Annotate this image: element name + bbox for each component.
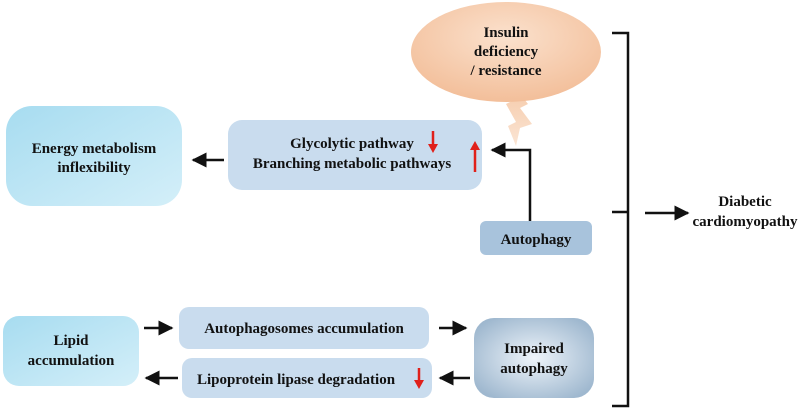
branching-increase-arrow-icon bbox=[470, 141, 480, 172]
energy-node: Energy metabolism inflexibility bbox=[6, 106, 182, 206]
lipoprotein-decrease-arrow-icon bbox=[414, 368, 424, 389]
insulin-line1: Insulin bbox=[483, 25, 529, 41]
impaired-line1: Impaired bbox=[504, 341, 564, 357]
glycolytic-node: Glycolytic pathway Branching metabolic p… bbox=[228, 120, 482, 190]
insulin-node: Insulin deficiency / resistance bbox=[411, 2, 601, 146]
outcome-line2: cardiomyopathy bbox=[693, 214, 799, 230]
impaired-box bbox=[474, 318, 594, 398]
glycolytic-box bbox=[228, 120, 482, 190]
lipid-line2: accumulation bbox=[28, 353, 115, 369]
autophagy-label: Autophagy bbox=[501, 232, 572, 248]
energy-box bbox=[6, 106, 182, 206]
impaired-line2: autophagy bbox=[500, 361, 568, 377]
lipid-node: Lipid accumulation bbox=[3, 316, 139, 386]
arrow-autophagy-to-glycolytic bbox=[490, 142, 532, 221]
autophagosomes-box bbox=[179, 307, 429, 349]
insulin-line3: / resistance bbox=[470, 63, 542, 79]
bracket bbox=[612, 31, 630, 408]
glycolytic-decrease-arrow-icon bbox=[428, 131, 438, 153]
lipid-line1: Lipid bbox=[53, 333, 89, 349]
lipid-box bbox=[3, 316, 139, 386]
lipoprotein-label: Lipoprotein lipase degradation bbox=[197, 372, 396, 388]
autophagosomes-node: Autophagosomes accumulation bbox=[179, 307, 429, 349]
autophagosomes-label: Autophagosomes accumulation bbox=[204, 321, 404, 337]
glycolytic-line1: Glycolytic pathway bbox=[290, 136, 414, 152]
lipoprotein-box bbox=[182, 358, 432, 398]
lipoprotein-node: Lipoprotein lipase degradation bbox=[182, 358, 432, 398]
outcome-node: Diabetic cardiomyopathy bbox=[693, 194, 799, 230]
energy-line1: Energy metabolism bbox=[32, 141, 157, 157]
impaired-node: Impaired autophagy bbox=[474, 318, 594, 398]
energy-line2: inflexibility bbox=[57, 160, 131, 176]
autophagy-box bbox=[480, 221, 592, 255]
outcome-line1: Diabetic bbox=[718, 194, 772, 210]
autophagy-node: Autophagy bbox=[480, 221, 592, 255]
insulin-line2: deficiency bbox=[474, 44, 539, 60]
glycolytic-line2: Branching metabolic pathways bbox=[253, 156, 452, 172]
insulin-bubble bbox=[411, 2, 601, 102]
